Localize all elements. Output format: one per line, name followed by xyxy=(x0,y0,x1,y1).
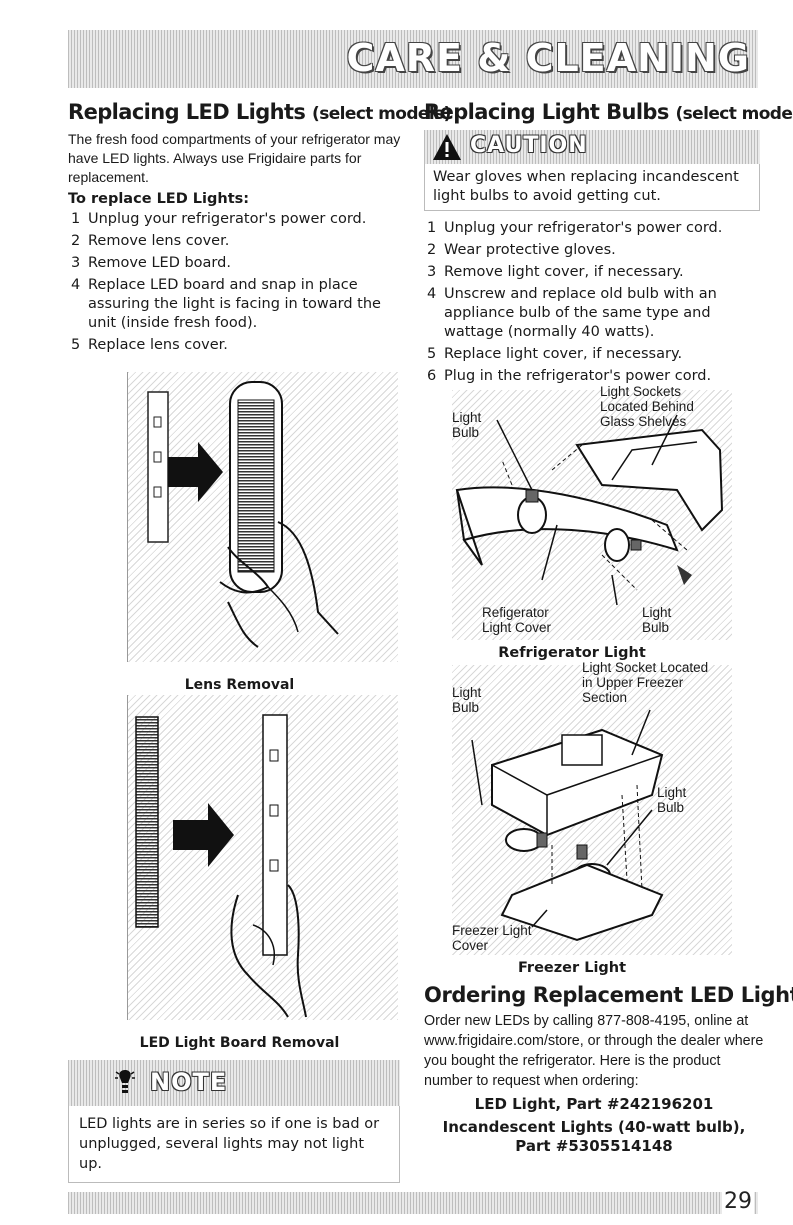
step-text: Replace lens cover. xyxy=(88,337,228,353)
page-number: 29 xyxy=(722,1189,754,1214)
light-socket-label: Light Socket Located in Upper Freezer Se… xyxy=(582,660,709,705)
refrigerator-light-illustration xyxy=(455,414,724,606)
freezer-light-caption: Freezer Light xyxy=(517,960,627,976)
part-led: LED Light, Part #242196201 xyxy=(474,1095,714,1113)
footer-bar: 29 xyxy=(68,1189,758,1214)
led-intro: The fresh food compartments of your refr… xyxy=(68,131,401,185)
led-heading-text: Replacing LED Lights xyxy=(68,100,306,124)
step-text: Unplug your refrigerator's power cord. xyxy=(88,211,367,227)
step-text: Replace LED board and snap in place assu… xyxy=(88,277,381,331)
lens-removal-figure xyxy=(127,372,398,662)
caution-text: Wear gloves when replacing incandescent … xyxy=(424,164,760,211)
bulbs-section: Replacing Light Bulbs (select models) CA… xyxy=(424,100,793,389)
list-item: 4 Replace LED board and snap in place ass… xyxy=(68,276,401,333)
step-number: 6 xyxy=(427,368,437,384)
step-text: Wear protective gloves. xyxy=(444,242,616,258)
ordering-heading: Ordering Replacement LED Lights xyxy=(424,983,793,1007)
bulbs-heading: Replacing Light Bulbs (select models) xyxy=(424,100,793,124)
warning-icon xyxy=(432,133,462,165)
step-text: Unplug your refrigerator's power cord. xyxy=(444,220,723,236)
refrigerator-bulb-label-top: Light Bulb xyxy=(452,410,482,440)
step-number: 1 xyxy=(71,211,81,227)
step-number: 5 xyxy=(71,337,81,353)
step-number: 4 xyxy=(427,286,437,302)
list-item: 5 Replace lens cover. xyxy=(68,336,401,355)
refrigerator-light-figure: Light Bulb Light Sockets Located Behind … xyxy=(452,384,732,640)
led-heading-suffix: (select models) xyxy=(312,104,451,124)
step-number: 3 xyxy=(71,255,81,271)
freezer-bulb-label-right: Light Bulb xyxy=(657,785,687,815)
part-incandescent: Incandescent Lights (40-watt bulb), Part… xyxy=(442,1118,746,1155)
freezer-light-illustration xyxy=(471,709,664,942)
step-text: Remove lens cover. xyxy=(88,233,230,249)
led-section: Replacing LED Lights (select models) The… xyxy=(68,100,451,358)
step-number: 3 xyxy=(427,264,437,280)
note-label: NOTE xyxy=(150,1068,228,1096)
list-item: 3 Remove light cover, if necessary. xyxy=(424,263,762,282)
refrigerator-cover-label: Refigerator Light Cover xyxy=(482,605,552,635)
list-item: 1 Unplug your refrigerator's power cord. xyxy=(68,210,401,229)
list-item: 4 Unscrew and replace old bulb with an ap… xyxy=(424,285,762,342)
list-item: 1 Unplug your refrigerator's power cord. xyxy=(424,219,762,238)
list-item: 6 Plug in the refrigerator's power cord. xyxy=(424,367,762,386)
refrigerator-bulb-label-bottom: Light Bulb xyxy=(642,605,672,635)
led-heading: Replacing LED Lights (select models) xyxy=(68,100,451,124)
header-banner: CARE & CLEANING xyxy=(68,30,758,88)
list-item: 3 Remove LED board. xyxy=(68,254,401,273)
list-item: 2 Wear protective gloves. xyxy=(424,241,762,260)
led-board-figure xyxy=(127,695,398,1020)
bulbs-heading-text: Replacing Light Bulbs xyxy=(424,100,669,124)
step-number: 2 xyxy=(427,242,437,258)
freezer-bulb-label-left: Light Bulb xyxy=(452,685,482,715)
step-text: Unscrew and replace old bulb with an app… xyxy=(444,286,717,340)
list-item: 2 Remove lens cover. xyxy=(68,232,401,251)
freezer-cover-label: Freezer Light Cover xyxy=(452,923,532,953)
step-text: Plug in the refrigerator's power cord. xyxy=(444,368,712,384)
light-sockets-label: Light Sockets Located Behind Glass Shelv… xyxy=(600,384,694,429)
led-board-illustration xyxy=(135,714,307,1018)
caution-box: CAUTION Wear gloves when replacing incan… xyxy=(424,130,760,211)
caution-label: CAUTION xyxy=(470,133,588,158)
freezer-light-figure: Light Bulb Light Socket Located in Upper… xyxy=(452,660,732,955)
list-item: 5 Replace light cover, if necessary. xyxy=(424,345,762,364)
bulbs-heading-suffix: (select models) xyxy=(675,104,793,124)
step-text: Remove light cover, if necessary. xyxy=(444,264,684,280)
led-board-caption: LED Light Board Removal xyxy=(139,1035,340,1051)
ordering-text: Order new LEDs by calling 877-808-4195, … xyxy=(424,1013,764,1089)
lens-removal-caption: Lens Removal xyxy=(184,677,295,693)
led-subheading: To replace LED Lights: xyxy=(68,191,250,207)
lens-removal-illustration xyxy=(147,381,339,648)
note-text: LED lights are in series so if one is ba… xyxy=(68,1106,400,1183)
caution-banner: CAUTION xyxy=(424,130,760,164)
step-number: 1 xyxy=(427,220,437,236)
step-number: 4 xyxy=(71,277,81,293)
step-text: Remove LED board. xyxy=(88,255,231,271)
note-icon xyxy=(114,1068,136,1098)
step-text: Replace light cover, if necessary. xyxy=(444,346,683,362)
step-number: 2 xyxy=(71,233,81,249)
note-box: NOTE LED lights are in series so if one … xyxy=(68,1060,400,1183)
note-banner: NOTE xyxy=(68,1060,400,1106)
ordering-section: Ordering Replacement LED Lights Order ne… xyxy=(424,983,793,1156)
page-title: CARE & CLEANING xyxy=(346,36,750,80)
step-number: 5 xyxy=(427,346,437,362)
refrigerator-light-caption: Refrigerator Light xyxy=(498,645,646,661)
